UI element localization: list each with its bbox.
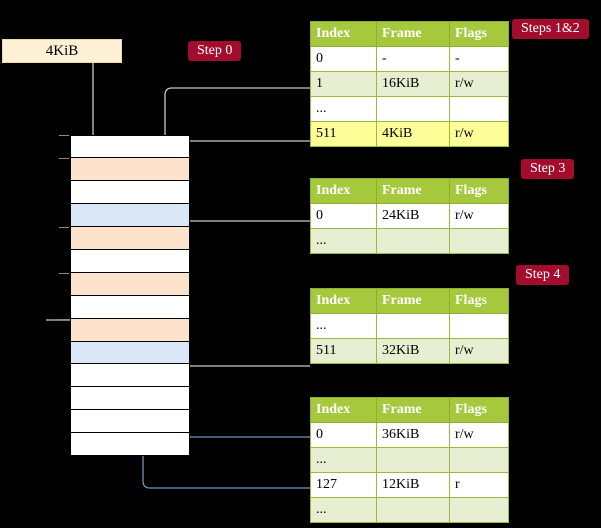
wire-pdp-row0 [177, 220, 310, 248]
memory-frame-row [70, 181, 190, 204]
memory-frame-tick [59, 227, 69, 228]
table-row: ... [310, 96, 509, 122]
cell-frame: - [376, 46, 450, 72]
cell-index: ... [310, 228, 377, 254]
table-row: ... [310, 497, 509, 523]
column-header-flags: Flags [449, 288, 509, 314]
cell-index: ... [310, 497, 377, 523]
cell-flags [449, 228, 509, 254]
cell-frame: 36KiB [376, 422, 450, 448]
memory-request-label: 4KiB [45, 43, 79, 59]
wire-pml4-row511 [182, 140, 310, 149]
cell-flags: r/w [449, 422, 509, 448]
cell-flags: r/w [449, 338, 509, 364]
step-badge-1: Step 0 [188, 41, 242, 61]
memory-request-box: 4KiB [2, 39, 122, 63]
column-header-flags: Flags [449, 21, 509, 47]
memory-frame-row [70, 296, 190, 319]
memory-frame-row [70, 319, 190, 342]
cell-index: 127 [310, 472, 377, 498]
memory-frame-row [70, 387, 190, 410]
cell-frame: 32KiB [376, 338, 450, 364]
cell-flags: r/w [449, 203, 509, 229]
cell-frame [376, 96, 450, 122]
column-header-flags: Flags [449, 178, 509, 204]
memory-frame-tick [59, 135, 69, 136]
cell-index: 0 [310, 422, 377, 448]
cell-frame [376, 313, 450, 339]
cell-frame: 24KiB [376, 203, 450, 229]
wire-pd-row511-line [177, 318, 310, 367]
cell-frame: 4KiB [376, 121, 450, 147]
column-header-index: Index [310, 288, 377, 314]
cell-flags [449, 313, 509, 339]
memory-frame-row [70, 364, 190, 387]
cell-frame [376, 228, 450, 254]
cell-index: 511 [310, 338, 377, 364]
memory-frame-row [70, 135, 190, 158]
cell-flags [449, 96, 509, 122]
step-badge-3: Step 4 [516, 265, 570, 285]
column-header-frame: Frame [376, 397, 450, 423]
cell-index: ... [310, 447, 377, 473]
cell-frame: 12KiB [376, 472, 450, 498]
table-row: ... [310, 228, 509, 254]
cell-index: 1 [310, 71, 377, 97]
column-header-index: Index [310, 397, 377, 423]
memory-frame-row [70, 410, 190, 433]
column-header-frame: Frame [376, 178, 450, 204]
memory-frame-row [70, 204, 190, 227]
cell-flags [449, 447, 509, 473]
cell-index: 0 [310, 46, 377, 72]
column-header-frame: Frame [376, 21, 450, 47]
table-row: ... [310, 313, 509, 339]
cell-flags: r [449, 472, 509, 498]
cell-flags [449, 497, 509, 523]
memory-frame-row [70, 273, 190, 296]
cell-frame [376, 447, 450, 473]
cell-flags: - [449, 46, 509, 72]
column-header-frame: Frame [376, 288, 450, 314]
column-header-index: Index [310, 21, 377, 47]
step-badge-0: Steps 1&2 [512, 19, 589, 39]
memory-frame-row [70, 158, 190, 181]
step-badge-2: Step 3 [521, 159, 575, 179]
memory-frame-row [70, 433, 190, 456]
cell-index: 511 [310, 121, 377, 147]
cell-index: 0 [310, 203, 377, 229]
memory-frame-tick [59, 319, 69, 320]
cell-flags: r/w [449, 121, 509, 147]
column-header-index: Index [310, 178, 377, 204]
table-row: 0-- [310, 46, 509, 72]
cell-frame [376, 497, 450, 523]
memory-frame-row [70, 342, 190, 364]
table-row: ... [310, 447, 509, 473]
cell-flags: r/w [449, 71, 509, 97]
memory-frame-row [70, 227, 190, 250]
memory-frame-tick [59, 158, 69, 159]
column-header-flags: Flags [449, 397, 509, 423]
cell-index: ... [310, 313, 377, 339]
memory-frame-tick [59, 273, 69, 274]
cell-index: ... [310, 96, 377, 122]
cell-frame: 16KiB [376, 71, 450, 97]
memory-frame-row [70, 250, 190, 273]
